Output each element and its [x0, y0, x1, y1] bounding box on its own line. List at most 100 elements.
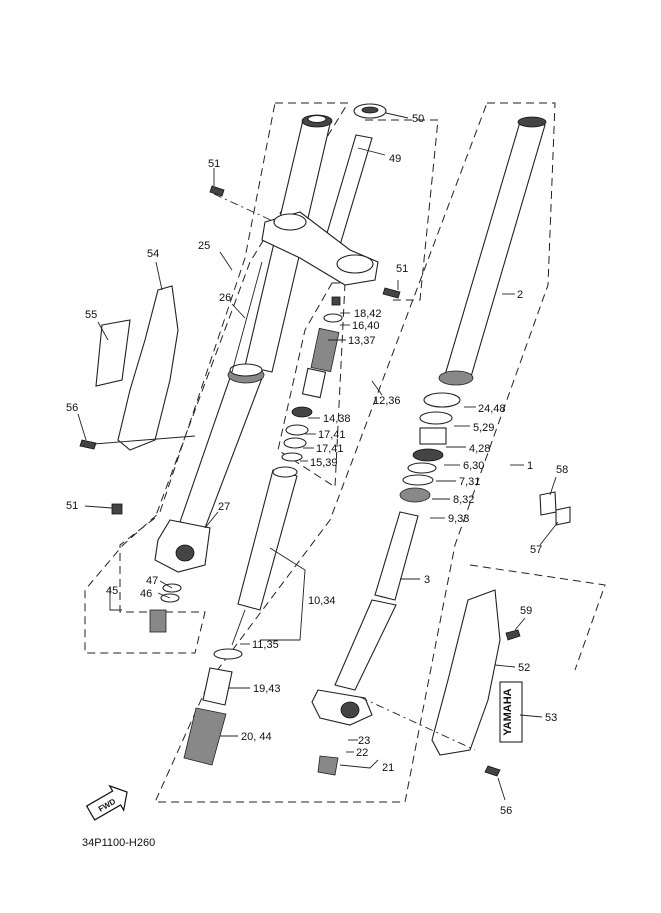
- fwd-arrow: FWD: [85, 784, 128, 821]
- part-7: [407, 462, 437, 474]
- callout-11-35: 11,35: [252, 639, 279, 651]
- lead-54: [155, 261, 163, 291]
- callout-4-28: 4,28: [469, 443, 490, 455]
- lead-21: [339, 759, 379, 769]
- callout-13-37: 13,37: [348, 335, 376, 347]
- centerline-bolt-51: [213, 193, 276, 223]
- callout-27: 27: [218, 501, 230, 513]
- spring-20: [183, 707, 227, 766]
- lead-27: [204, 511, 219, 529]
- callout-19-43: 19,43: [253, 683, 281, 695]
- leader-lines: [77, 112, 559, 801]
- callout-21: 21: [382, 762, 394, 774]
- callout-52: 52: [518, 662, 530, 674]
- callout-58: 58: [556, 464, 568, 476]
- callout-20-44: 20, 44: [241, 731, 272, 743]
- fwd-arrow-icon: [85, 784, 128, 821]
- oring-17a: [285, 424, 309, 436]
- callout-51-top: 51: [208, 158, 220, 170]
- callout-26: 26: [219, 292, 231, 304]
- decal-55: [95, 319, 131, 387]
- damper-part-13-spring: [310, 327, 340, 373]
- part-9: [399, 487, 431, 503]
- damper-rod: [231, 609, 246, 646]
- bolt-21: [317, 755, 339, 776]
- lead-56b: [497, 777, 506, 801]
- callout-6-30: 6,30: [463, 460, 484, 472]
- part-4: [419, 427, 447, 445]
- yamaha-decal-53: [499, 681, 523, 743]
- washer-15: [281, 452, 303, 462]
- callout-10-34: 10,34: [308, 595, 336, 607]
- left-fork-assembly: [154, 114, 333, 573]
- bolt-59: [505, 629, 521, 641]
- outline-right-fork: [154, 102, 556, 803]
- right-fork-assembly: [311, 116, 547, 776]
- lead-53: [519, 714, 543, 718]
- lead-52: [494, 664, 516, 668]
- left-fork-seal-ring-top: [229, 363, 263, 377]
- lead-26: [231, 303, 246, 319]
- piston-19: [202, 667, 233, 706]
- damper-part-13-body: [301, 367, 327, 399]
- callout-3: 3: [424, 574, 430, 586]
- callout-24-48: 24,48: [478, 403, 506, 415]
- callout-22: 22: [356, 747, 368, 759]
- callout-50: 50: [412, 113, 424, 125]
- bolt-51-right: [382, 287, 401, 299]
- lead-45: [109, 587, 122, 611]
- lead-25: [219, 251, 233, 271]
- callout-18-42: 18,42: [354, 308, 382, 320]
- bolt-51-top: [209, 185, 225, 197]
- callout-51-left: 51: [66, 500, 78, 512]
- lead-58: [549, 476, 557, 496]
- centerline-axle-right: [359, 696, 476, 751]
- lead-56a-h: [93, 435, 196, 445]
- clamp-left-bore: [273, 213, 307, 231]
- callout-53: 53: [545, 712, 557, 724]
- callout-9-33: 9,33: [448, 513, 469, 525]
- right-fork-inner-tube: [444, 121, 546, 381]
- lead-59: [514, 617, 526, 631]
- callout-2: 2: [517, 289, 523, 301]
- bolt-45: [149, 609, 167, 633]
- callout-51-right: 51: [396, 263, 408, 275]
- bolt-56-left: [79, 439, 97, 450]
- right-fork-cap: [517, 116, 547, 128]
- steering-assembly: [209, 103, 401, 299]
- right-fork-guard-52: [431, 589, 501, 756]
- bolt-51-left: [111, 503, 123, 515]
- right-fork-slider-3: [374, 511, 419, 601]
- steering-stem-shaft: [324, 134, 373, 246]
- bracket-57: [555, 506, 571, 526]
- outline-steering-stem: [365, 119, 439, 301]
- callout-15-39: 15,39: [310, 457, 338, 469]
- callout-17-41-b: 17,41: [316, 443, 344, 455]
- callout-49: 49: [389, 153, 401, 165]
- damper-part-16: [323, 313, 343, 323]
- lead-56a: [77, 413, 87, 441]
- callout-14-38: 14,38: [323, 413, 351, 425]
- group-outlines: [84, 102, 606, 803]
- callout-57: 57: [530, 544, 542, 556]
- right-fork-seal: [438, 370, 474, 386]
- bracket-58: [539, 491, 557, 516]
- outline-guard: [469, 564, 606, 671]
- callout-labels: 50 49 51 51 51 25 26 54 55 56 27 18,42 1…: [66, 113, 568, 817]
- callout-8-32: 8,32: [453, 494, 474, 506]
- callout-56-right: 56: [500, 805, 512, 817]
- callout-59: 59: [520, 605, 532, 617]
- diagram-code: 34P1100-H260: [82, 837, 155, 849]
- callout-25: 25: [198, 240, 210, 252]
- callout-23: 23: [358, 735, 370, 747]
- lead-49: [357, 147, 386, 156]
- callout-5-29: 5,29: [473, 422, 494, 434]
- damper-cylinder-top: [272, 466, 298, 478]
- callout-16-40: 16,40: [352, 320, 380, 332]
- lead-47: [159, 580, 173, 589]
- part-6: [412, 448, 444, 462]
- oring-11: [213, 648, 243, 660]
- callout-46: 46: [140, 588, 152, 600]
- outline-left-fork: [84, 102, 349, 654]
